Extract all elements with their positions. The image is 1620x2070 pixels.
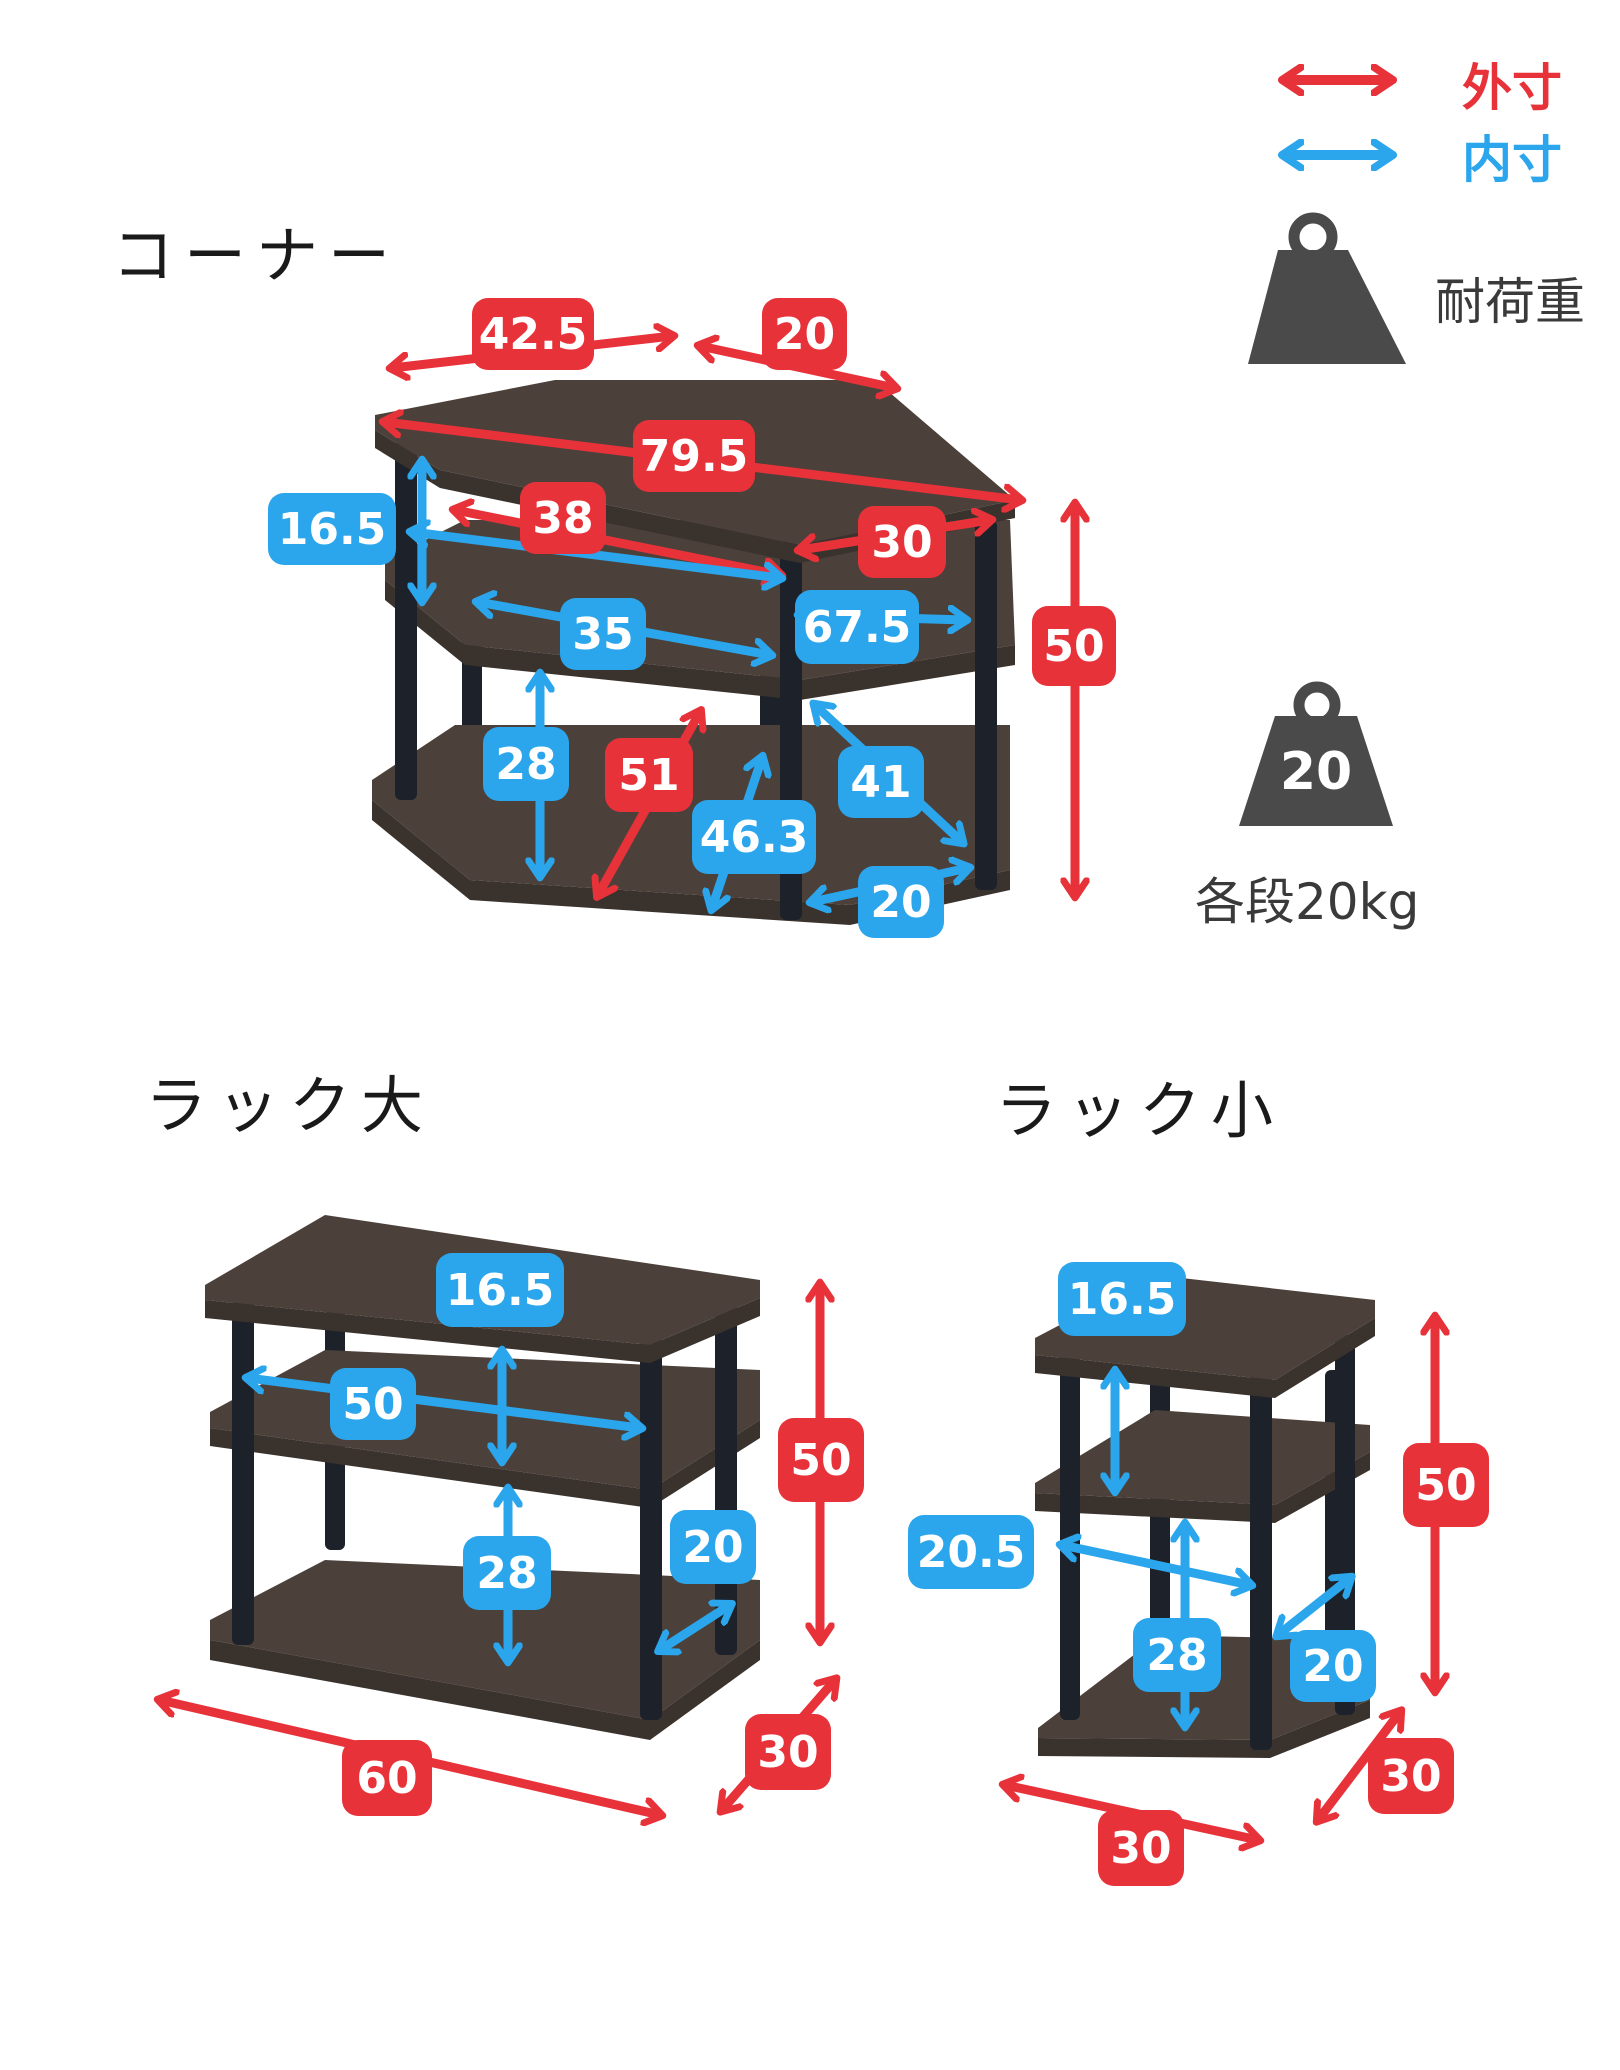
- rack-large-dim-28: 28: [463, 1536, 551, 1610]
- legend-outer-label: 外寸: [1462, 59, 1562, 117]
- rack-small-dim-28: 28: [1133, 1618, 1221, 1692]
- rack-large-dim-60: 60: [342, 1740, 432, 1816]
- corner-dim-79-5: 79.5: [633, 420, 755, 492]
- corner-dim-35: 35: [560, 598, 646, 670]
- corner-dim-38: 38: [520, 482, 606, 554]
- rack-small-dim-20: 20: [1290, 1630, 1376, 1702]
- legend-arrows: [1285, 80, 1390, 155]
- corner-dim-41: 41: [838, 746, 924, 818]
- rack-large-dim-height-50: 50: [778, 1418, 864, 1502]
- load-weight-icon: [1239, 681, 1393, 826]
- weight-icon: [1248, 212, 1406, 364]
- rack-small-title: ラック小: [995, 1074, 1284, 1147]
- corner-dim-top-20: 20: [762, 298, 847, 370]
- rack-large-dim-20: 20: [670, 1510, 756, 1584]
- legend-inner-label: 内寸: [1462, 131, 1562, 189]
- rack-large-dim-50-inner: 50: [330, 1368, 416, 1440]
- corner-dim-height-50: 50: [1032, 606, 1116, 686]
- rack-small-dim-20-5: 20.5: [908, 1515, 1034, 1589]
- corner-dim-16-5: 16.5: [268, 493, 396, 565]
- corner-dim-67-5: 67.5: [795, 590, 919, 664]
- corner-dim-51: 51: [605, 738, 693, 812]
- rack-small-dim-depth-30: 30: [1368, 1738, 1454, 1814]
- corner-dim-bottom-20: 20: [858, 866, 944, 938]
- rack-large-title: ラック大: [145, 1069, 434, 1142]
- rack-large-dim-30: 30: [745, 1714, 831, 1790]
- rack-small-dim-height-50: 50: [1403, 1443, 1489, 1527]
- load-note: 各段20kg: [1195, 873, 1420, 931]
- corner-dim-28: 28: [483, 727, 569, 801]
- legend-load-label: 耐荷重: [1435, 273, 1585, 331]
- corner-dim-42-5: 42.5: [472, 298, 594, 370]
- rack-small-dim-width-30: 30: [1098, 1810, 1184, 1886]
- corner-dim-46-3: 46.3: [692, 800, 816, 874]
- corner-dim-30: 30: [858, 506, 946, 578]
- corner-title: コーナー: [112, 219, 401, 292]
- rack-large-dim-16-5: 16.5: [436, 1253, 564, 1327]
- load-value: 20: [1279, 742, 1353, 802]
- rack-small-dim-16-5: 16.5: [1058, 1262, 1186, 1336]
